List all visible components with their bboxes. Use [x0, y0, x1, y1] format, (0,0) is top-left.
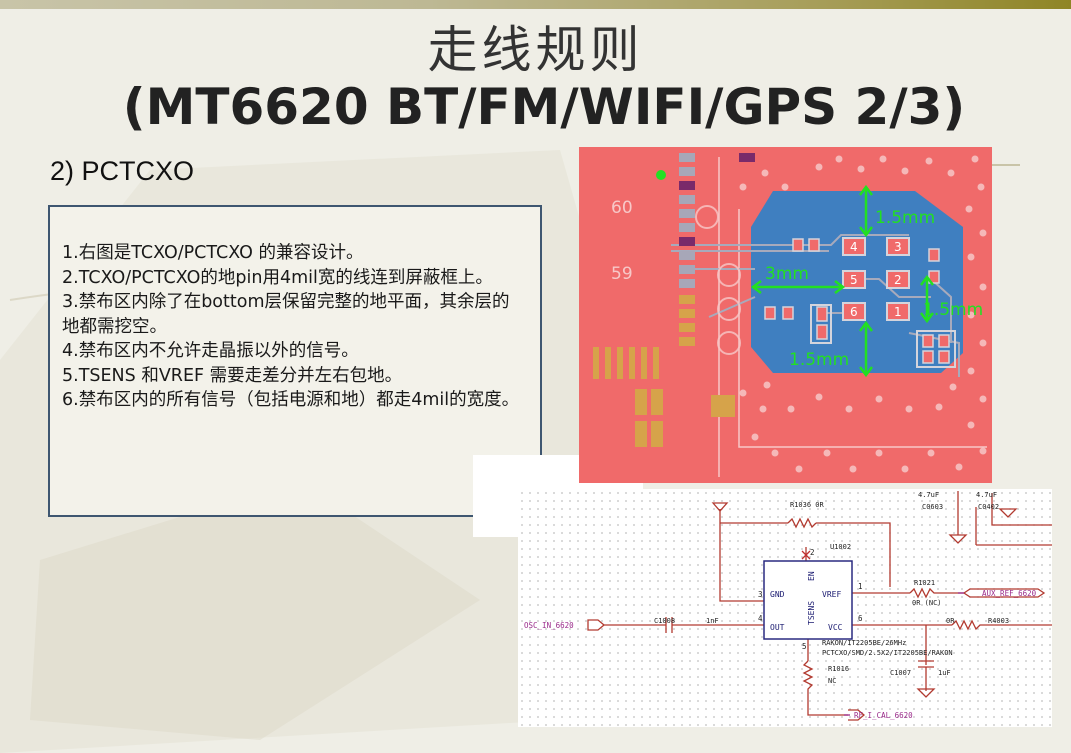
u1002-ic-body	[763, 560, 853, 640]
schematic-wires	[587, 491, 1052, 721]
r1016-value: NC	[828, 677, 836, 685]
slide-title-english: (MT6620 BT/FM/WIFI/GPS 2/3)	[122, 78, 966, 136]
net-rf-cal: RF_I_CAL_6620	[854, 711, 913, 720]
dimension-arrows	[750, 184, 934, 378]
rules-textbox: 1.右图是TCXO/PCTCXO 的兼容设计。 2.TCXO/PCTCXO的地p…	[48, 205, 542, 517]
dimension-label-top: 1.5mm	[875, 208, 935, 228]
bga-pads-left	[679, 153, 755, 346]
gold-pads-lower	[593, 347, 735, 447]
pad-1	[886, 302, 910, 321]
pad-label-1: 1	[894, 305, 902, 319]
section-subtitle: 2) PCTCXO	[50, 156, 195, 186]
rule-item-5: 5.TSENS 和VREF 需要走差分并左右包地。	[62, 365, 403, 386]
net-aux-ref: AUX_REF_6620	[982, 589, 1037, 598]
gnd-wire	[719, 509, 764, 602]
silkscreen-60: 60	[611, 198, 633, 218]
silkscreen-59: 59	[611, 264, 633, 284]
dimension-label-right: 1.5mm	[923, 300, 983, 320]
r1036-label: R1036 0R	[790, 501, 825, 509]
rule-item-4: 4.禁布区内不允许走晶振以外的信号。	[62, 341, 359, 361]
pin-number-5: 5	[802, 642, 807, 651]
r4003-label: R4003	[988, 617, 1009, 625]
pcb-board-outline	[718, 157, 987, 477]
net-arrows	[844, 592, 964, 716]
pad-3	[886, 237, 910, 256]
c1008-label: C1008	[654, 617, 675, 625]
pad-5	[842, 270, 866, 289]
c0603-label: C0603	[922, 503, 943, 511]
pad-label-4: 4	[850, 240, 858, 254]
dimension-label-bottom: 1.5mm	[789, 350, 849, 370]
pin-out: OUT	[770, 623, 785, 632]
green-via-marker	[656, 170, 666, 180]
c0603-value: 4.7uF	[918, 491, 939, 499]
pin-tsens: TSENS	[807, 601, 816, 625]
pad-label-5: 5	[850, 273, 858, 287]
pin-number-2: 2	[810, 548, 815, 557]
crystal-pads	[842, 237, 910, 321]
r1021-value: 0R (NC)	[912, 599, 942, 607]
schematic-image: GND VREF OUT VCC EN TSENS 3 1 4 6 2 5 R1…	[518, 489, 1052, 727]
passive-component-pads	[764, 238, 950, 364]
rule-item-3: 3.禁布区内除了在bottom层保留完整的地平面，其余层的地都需挖空。	[62, 292, 510, 337]
pin-number-4: 4	[758, 614, 763, 623]
net-osc-in: OSC_IN_6620	[524, 621, 574, 630]
pin-vcc: VCC	[828, 623, 843, 632]
c1008-value: 1nF	[706, 617, 719, 625]
r1021-label: R1021	[914, 579, 935, 587]
no-connect-mark	[801, 550, 811, 560]
pcb-layout-image: 4 3 5 2 6 1	[579, 147, 992, 483]
pin-en: EN	[807, 571, 816, 581]
part-number-line2: PCTCXO/SMD/2.5X2/IT2205BE/RAKON	[822, 649, 953, 657]
top-accent-strip	[0, 0, 1071, 9]
dimension-label-left: 3mm	[765, 264, 809, 284]
u1002-label: U1002	[830, 543, 851, 551]
pad-4	[842, 237, 866, 256]
slide-title-chinese: 走线规则	[427, 21, 644, 79]
pin-vref: VREF	[822, 590, 841, 599]
pad-label-2: 2	[894, 273, 902, 287]
c1007-label: C1007	[890, 669, 911, 677]
gnd-symbol-top	[711, 502, 729, 512]
pin-number-6: 6	[858, 614, 863, 623]
r1016-label: R1016	[828, 665, 849, 673]
pad-label-6: 6	[850, 305, 858, 319]
pin-gnd: GND	[770, 590, 785, 599]
pad-2	[886, 270, 910, 289]
rule-item-1: 1.右图是TCXO/PCTCXO 的兼容设计。	[62, 243, 364, 263]
part-number-line1: RAKON/IT2205BE/26MHz	[822, 639, 906, 647]
rule-item-6: 6.禁布区内的所有信号（包括电源和地）都走4mil的宽度。	[62, 390, 520, 410]
pin-number-3: 3	[758, 590, 763, 599]
c1007-value: 1uF	[938, 669, 951, 677]
r-0r-label: 0R	[946, 617, 955, 625]
pad-6	[842, 302, 866, 321]
pin-number-1: 1	[858, 582, 863, 591]
c0402-value: 4.7uF	[976, 491, 997, 499]
rules-list: 1.右图是TCXO/PCTCXO 的兼容设计。 2.TCXO/PCTCXO的地p…	[50, 207, 540, 413]
pad-label-3: 3	[894, 240, 902, 254]
c0402-label: C0402	[978, 503, 999, 511]
rule-item-2: 2.TCXO/PCTCXO的地pin用4mil宽的线连到屏蔽框上。	[62, 267, 493, 288]
